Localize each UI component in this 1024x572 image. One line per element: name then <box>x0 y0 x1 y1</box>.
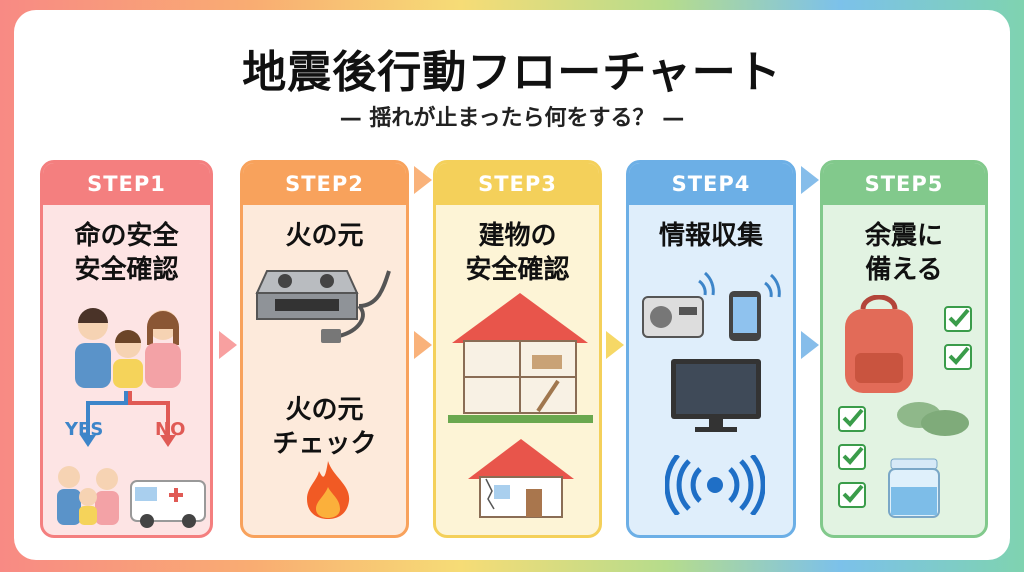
arrow-3-to-4 <box>606 331 624 359</box>
house-interior-icon <box>448 293 593 423</box>
step5-header: STEP5 <box>823 163 985 205</box>
water-container-icon <box>888 458 940 518</box>
gas-stove-icon <box>255 270 391 343</box>
step3-title-line1: 建物の <box>478 221 557 251</box>
step3-card: STEP3 建物の 安全確認 <box>433 160 602 538</box>
family-and-ambulance-icon <box>57 466 206 528</box>
arrow-4-to-5 <box>801 331 819 359</box>
page-title: 地震後行動フローチャート <box>242 47 782 98</box>
arrow-1-to-2 <box>219 331 237 359</box>
page-subtitle: — 揺れが止まったら何をする？ — <box>339 106 685 131</box>
step5-title-line1: 余震に <box>864 221 943 251</box>
step2-header: STEP2 <box>243 163 406 205</box>
step2-check-line1: 火の元 <box>285 395 364 425</box>
branch-arrows-icon <box>80 391 176 447</box>
step1-card: STEP1 命の安全 安全確認 YES NO <box>40 160 213 538</box>
step2-card: STEP2 火の元 火の元 チェック <box>240 160 409 538</box>
step2-title: 火の元 <box>285 221 364 251</box>
step3-header: STEP3 <box>436 163 599 205</box>
backpack-icon <box>845 295 913 393</box>
step4-card: STEP4 情報収集 <box>626 160 796 538</box>
checkmarks-top-icon <box>944 306 972 370</box>
yes-label: YES <box>65 419 104 440</box>
step5-card: STEP5 余震に 備える <box>820 160 988 538</box>
cracked-house-icon <box>468 439 574 518</box>
slippers-icon <box>897 402 969 436</box>
step3-title-line2: 安全確認 <box>465 255 570 285</box>
arrow-2-to-3-top <box>414 166 432 194</box>
step2-check-line2: チェック <box>272 429 377 459</box>
step1-title-line1: 命の安全 <box>74 221 179 251</box>
arrow-2-to-3 <box>414 331 432 359</box>
no-label: NO <box>155 419 186 440</box>
step1-title-line2: 安全確認 <box>74 255 179 285</box>
step5-title-line2: 備える <box>865 255 943 285</box>
fire-icon <box>307 461 350 519</box>
step4-title: 情報収集 <box>658 221 763 251</box>
signal-broadcast-icon <box>665 455 765 515</box>
radio-and-smartphone-icon <box>642 271 781 341</box>
arrow-4-to-5-top <box>801 166 819 194</box>
television-icon <box>671 359 761 432</box>
checkmarks-bottom-icon <box>838 406 866 508</box>
family-icon <box>75 308 181 388</box>
step1-header: STEP1 <box>43 163 210 205</box>
step4-header: STEP4 <box>629 163 793 205</box>
